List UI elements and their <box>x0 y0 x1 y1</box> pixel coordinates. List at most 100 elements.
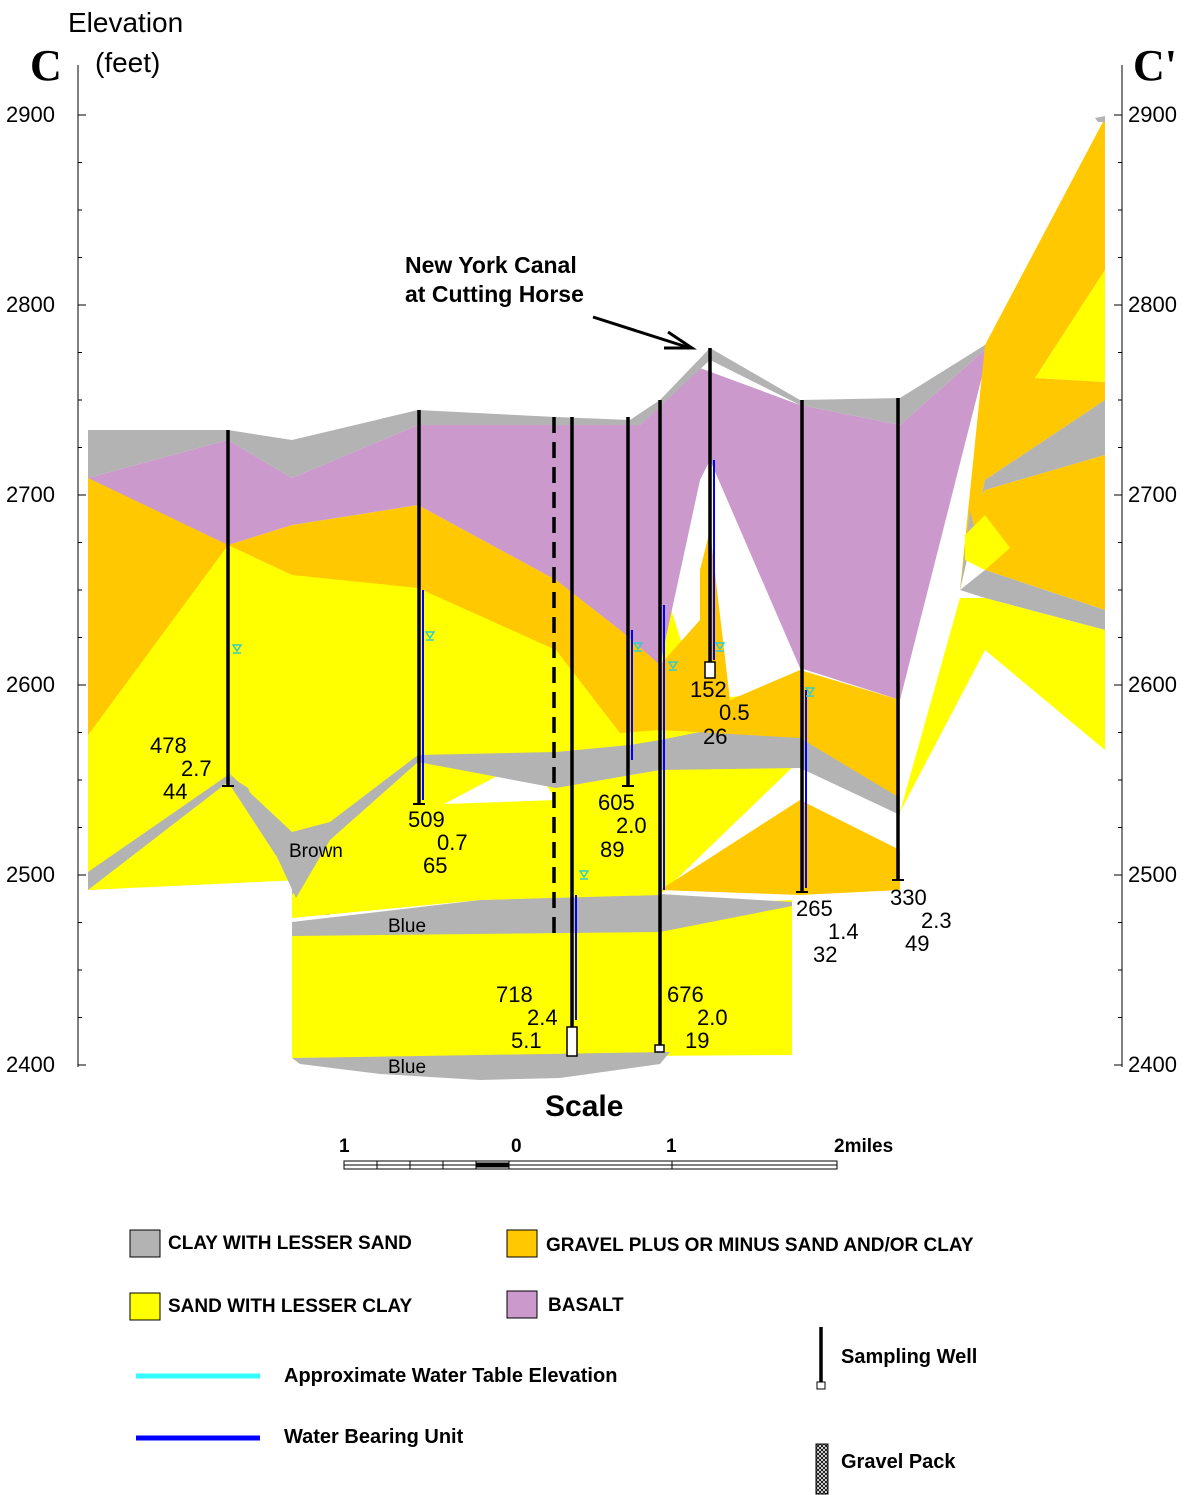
well-509-v1: 509 <box>408 807 445 832</box>
well-676-v3: 19 <box>685 1028 709 1053</box>
legend-label-sampling-well: Sampling Well <box>841 1346 977 1368</box>
well-676-v2: 2.0 <box>697 1005 728 1030</box>
sand-deep-block <box>292 900 792 1058</box>
tick-2600-right: 2600 <box>1128 672 1177 697</box>
scale-bar: Scale 1 0 1 2miles <box>339 1090 893 1170</box>
sand-right-lens <box>1035 270 1105 382</box>
legend-label-gravel-pack: Gravel Pack <box>841 1451 956 1473</box>
legend-label-basalt: BASALT <box>548 1295 624 1316</box>
well-265-v3: 32 <box>813 942 837 967</box>
annotation-arrow <box>592 315 691 350</box>
gravel-right-upper <box>960 118 1105 590</box>
scale-label-2miles: 2miles <box>834 1136 893 1157</box>
well-509-v2: 0.7 <box>437 830 468 855</box>
section-label-right: C' <box>1133 41 1177 90</box>
clay-right-lower <box>960 570 1105 630</box>
well-478-v2: 2.7 <box>181 756 212 781</box>
tick-2800-left: 2800 <box>6 292 55 317</box>
tick-labels: 2900 2800 2700 2600 2500 2400 2900 2800 … <box>6 102 1177 1077</box>
tick-2500-right: 2500 <box>1128 862 1177 887</box>
legend: CLAY WITH LESSER SAND GRAVEL PLUS OR MIN… <box>129 1229 977 1495</box>
annotation-arrowhead <box>664 330 697 350</box>
gravel-right-lower <box>970 455 1105 610</box>
sand-right-mid <box>965 515 1010 570</box>
axes <box>77 65 1123 1067</box>
well-509-v3: 65 <box>423 853 447 878</box>
well-605-v3: 89 <box>600 837 624 862</box>
scale-label-0: 0 <box>511 1136 522 1157</box>
well-265-v1: 265 <box>796 896 833 921</box>
screen-718 <box>566 1026 578 1057</box>
well-718-v1: 718 <box>496 982 533 1007</box>
tick-2700-right: 2700 <box>1128 482 1177 507</box>
well-base-ticks <box>222 785 904 893</box>
screen-152 <box>704 661 716 679</box>
legend-label-water-bearing: Water Bearing Unit <box>284 1426 464 1448</box>
tick-2900-left: 2900 <box>6 102 55 127</box>
well-605-v1: 605 <box>598 790 635 815</box>
well-265-v2: 1.4 <box>828 919 859 944</box>
well-718-v3: 5.1 <box>511 1028 542 1053</box>
tick-2400-right: 2400 <box>1128 1052 1177 1077</box>
legend-swatch-basalt <box>506 1290 538 1319</box>
legend-swatch-sand <box>129 1292 161 1321</box>
wells <box>226 348 900 1045</box>
legend-label-water-table: Approximate Water Table Elevation <box>284 1365 617 1387</box>
right-ticks <box>1114 114 1122 1066</box>
gravel-main <box>88 478 228 735</box>
tick-2700-left: 2700 <box>6 482 55 507</box>
well-152-v3: 26 <box>703 724 727 749</box>
tick-2600-left: 2600 <box>6 672 55 697</box>
water-bearing-units <box>422 460 807 1020</box>
well-330-v1: 330 <box>890 885 927 910</box>
clay-right-band <box>960 400 1105 590</box>
brown-unit-label: Brown <box>289 841 343 862</box>
well-330-v3: 49 <box>905 931 929 956</box>
tick-2900-right: 2900 <box>1128 102 1177 127</box>
legend-label-clay: CLAY WITH LESSER SAND <box>168 1233 412 1254</box>
well-screens <box>566 661 716 1057</box>
gravel-upper-left <box>88 478 900 798</box>
legend-swatch-clay <box>129 1229 161 1258</box>
scale-label-1-left: 1 <box>339 1136 350 1157</box>
geologic-layers <box>88 116 1105 1080</box>
legend-label-gravel: GRAVEL PLUS OR MINUS SAND AND/OR CLAY <box>546 1235 974 1256</box>
annotation-line1: New York Canal <box>405 252 577 278</box>
tick-2400-left: 2400 <box>6 1052 55 1077</box>
well-718-v2: 2.4 <box>527 1005 558 1030</box>
blue-unit-label-lower: Blue <box>388 1057 426 1078</box>
clay-top-cap <box>88 345 990 478</box>
sand-right-bottom <box>900 598 1105 812</box>
left-ticks <box>78 114 86 1066</box>
well-605-v2: 2.0 <box>616 813 647 838</box>
legend-well-screen <box>816 1381 826 1390</box>
well-478-v1: 478 <box>150 733 187 758</box>
tick-2800-right: 2800 <box>1128 292 1177 317</box>
well-478-v3: 44 <box>163 779 187 804</box>
section-label-left: C <box>30 41 62 90</box>
legend-swatch-gravel <box>506 1229 538 1258</box>
tick-2500-left: 2500 <box>6 862 55 887</box>
scale-label-1-right: 1 <box>666 1136 677 1157</box>
brown-clay <box>228 700 900 898</box>
blue-clay-upper <box>292 894 792 936</box>
blue-clay-lower <box>292 1052 670 1080</box>
basalt-layer <box>88 345 990 700</box>
gravel-lower-right <box>660 800 900 895</box>
clay-peak-edge <box>1095 116 1105 122</box>
water-table-markers <box>231 631 816 880</box>
screen-676 <box>654 1044 665 1053</box>
well-676-v1: 676 <box>667 982 704 1007</box>
well-values: 478 2.7 44 509 0.7 65 718 2.4 5.1 605 2.… <box>150 677 952 1053</box>
scale-title: Scale <box>545 1090 623 1123</box>
axis-title-line2: (feet) <box>95 47 160 78</box>
well-330-v2: 2.3 <box>921 908 952 933</box>
legend-gravel-pack-swatch <box>815 1443 829 1495</box>
legend-label-sand: SAND WITH LESSER CLAY <box>168 1296 413 1317</box>
well-152-v1: 152 <box>690 677 727 702</box>
blue-unit-label-upper: Blue <box>388 916 426 937</box>
axis-title-line1: Elevation <box>68 7 183 38</box>
well-152-v2: 0.5 <box>719 700 750 725</box>
annotation-line2: at Cutting Horse <box>405 281 584 307</box>
